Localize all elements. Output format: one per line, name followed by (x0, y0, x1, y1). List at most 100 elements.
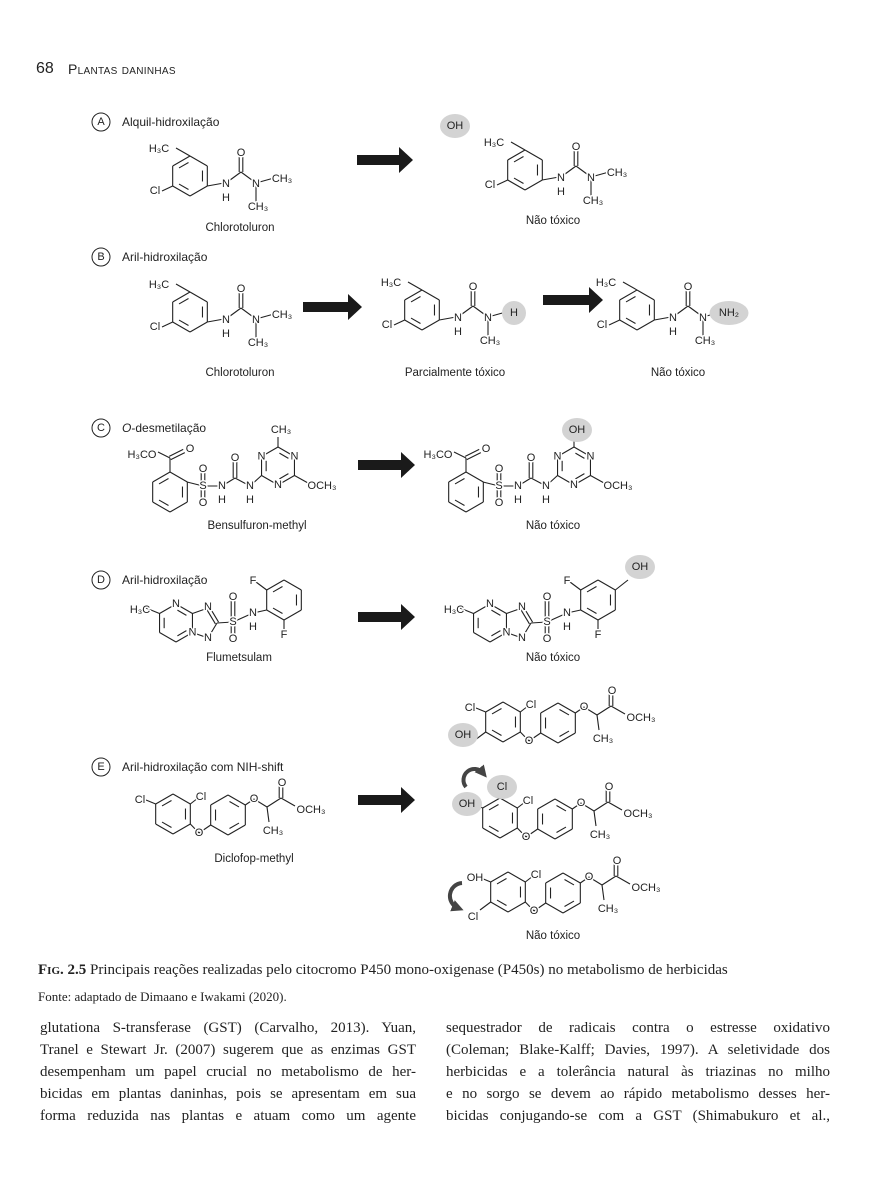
atom-label: H (514, 494, 522, 506)
bond (507, 901, 526, 913)
atom-label: CH₃ (695, 335, 715, 347)
bond (506, 631, 523, 639)
atom-label: N (484, 312, 492, 324)
atom-label: O (186, 443, 195, 455)
bond (240, 307, 257, 320)
bond (496, 899, 507, 907)
bond (277, 446, 295, 457)
bond (519, 731, 530, 742)
bond (479, 901, 492, 911)
reaction-arrow (358, 604, 415, 630)
bond (205, 608, 216, 625)
atom-label: Cl (465, 702, 475, 714)
bond (410, 317, 421, 325)
bond (453, 451, 467, 459)
bond (496, 877, 507, 885)
atom-label: N (218, 480, 226, 492)
atom-label: S (495, 480, 502, 492)
panel-letter: B (97, 251, 104, 263)
atom-label: O (543, 591, 552, 603)
atom-label: N (518, 601, 526, 613)
bond (687, 305, 704, 318)
atom-label: N (542, 480, 550, 492)
bond (172, 185, 191, 197)
atom-label: CH₃ (598, 903, 618, 915)
bond (178, 319, 189, 327)
highlight-circle (448, 723, 478, 747)
bond (590, 171, 610, 178)
bond (482, 481, 500, 487)
atom-label: N (172, 598, 180, 610)
bond (654, 316, 672, 321)
bond (485, 731, 504, 743)
bond (465, 501, 484, 513)
bond (559, 708, 570, 716)
bond (491, 729, 502, 737)
bond (619, 289, 638, 301)
atom-label: H (222, 192, 230, 204)
atom-label: H (454, 326, 462, 338)
bond (625, 317, 636, 325)
bond (579, 876, 590, 884)
bond (169, 471, 188, 483)
bond (610, 705, 626, 715)
bond (523, 606, 534, 623)
atom-label: CH₃ (271, 424, 291, 436)
bond (614, 579, 629, 591)
atom-label: O (525, 735, 534, 747)
atom-label: O (278, 777, 287, 789)
bond (557, 446, 575, 457)
bond (261, 446, 279, 457)
atom-label: CH₃ (272, 309, 292, 321)
bond (175, 632, 193, 643)
atom-label: O (229, 591, 238, 603)
bond (210, 794, 229, 806)
bond (499, 797, 518, 809)
atom-label: N (246, 480, 254, 492)
bond (454, 477, 465, 485)
atom-label: CH₃ (590, 829, 610, 841)
atom-label: OCH₃ (632, 882, 661, 894)
bond (207, 622, 218, 639)
bond (221, 477, 236, 487)
atom-label: OCH₃ (627, 712, 656, 724)
bond (608, 319, 620, 326)
atom-label: O (585, 871, 594, 883)
bond (524, 901, 535, 912)
body-line: Tranel e Stewart Jr. (2007) sugerem que … (40, 1042, 416, 1058)
bond (557, 702, 576, 714)
bond (489, 603, 507, 614)
atom-label: Cl (526, 699, 536, 711)
bond (596, 705, 612, 716)
bond (502, 701, 521, 713)
bond (158, 477, 169, 485)
bond (229, 822, 240, 830)
bond (283, 609, 302, 621)
atom-label: H (563, 621, 571, 633)
highlight-circle (440, 114, 470, 138)
bond (619, 319, 638, 331)
bond (597, 579, 616, 591)
bond (172, 321, 191, 333)
panel-title: Alquil-hidroxilação (122, 115, 220, 129)
highlight-circle (487, 775, 517, 799)
atom-label: O (522, 831, 531, 843)
bond (530, 477, 547, 487)
bond (272, 607, 283, 615)
atom-label: F (595, 629, 602, 641)
bond (252, 609, 267, 614)
bond (155, 793, 174, 805)
atom-label: OCH₃ (604, 480, 633, 492)
bond (524, 179, 543, 191)
bond (575, 452, 585, 459)
atom-label: O (199, 463, 208, 475)
atom-label: O (543, 633, 552, 645)
bond (499, 827, 518, 839)
bond (557, 732, 576, 744)
bond (554, 828, 573, 840)
body-line: (Coleman; Blake-Kalff; Davies, 1997). A … (446, 1042, 830, 1058)
atom-label: OH (569, 424, 586, 436)
atom-label: O (229, 633, 238, 645)
bond (249, 475, 262, 487)
atom-label: O (231, 452, 240, 464)
